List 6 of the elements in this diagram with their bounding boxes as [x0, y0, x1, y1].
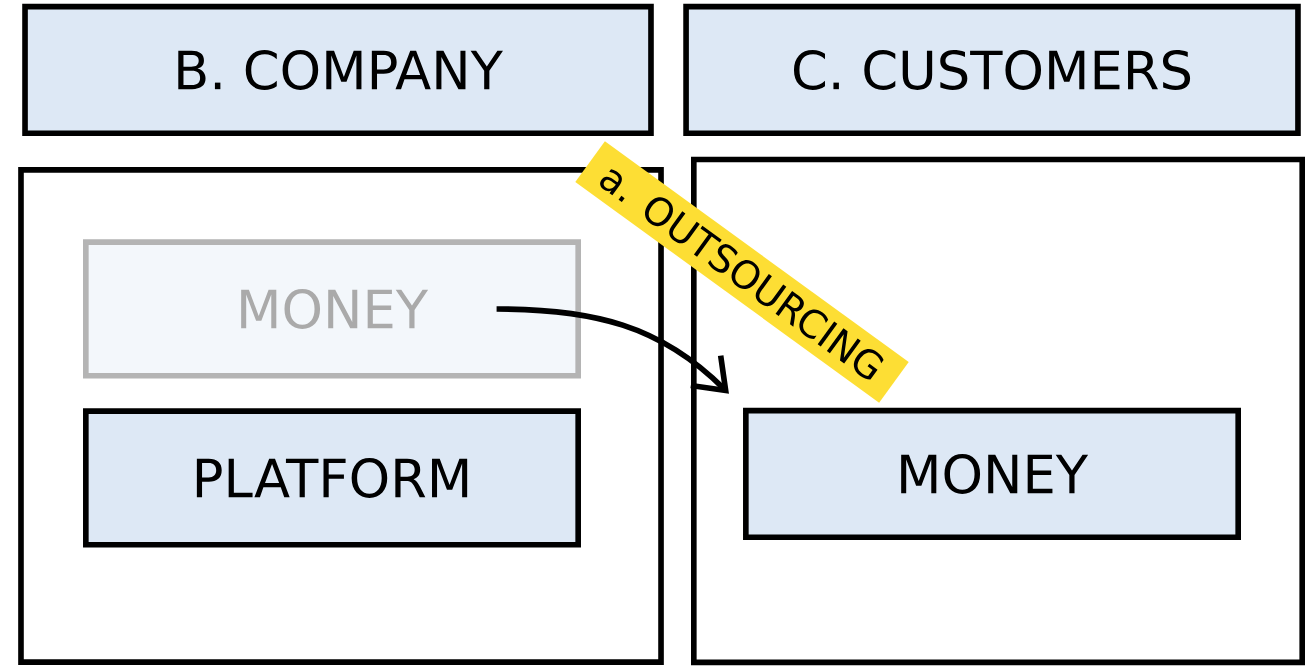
header-box: B. COMPANY — [22, 3, 654, 137]
header-box: C. CUSTOMERS — [683, 3, 1301, 137]
item-box: MONEY — [83, 239, 581, 379]
arrow — [496, 306, 729, 394]
item-box: MONEY — [743, 407, 1241, 541]
item-box: PLATFORM — [83, 408, 581, 548]
